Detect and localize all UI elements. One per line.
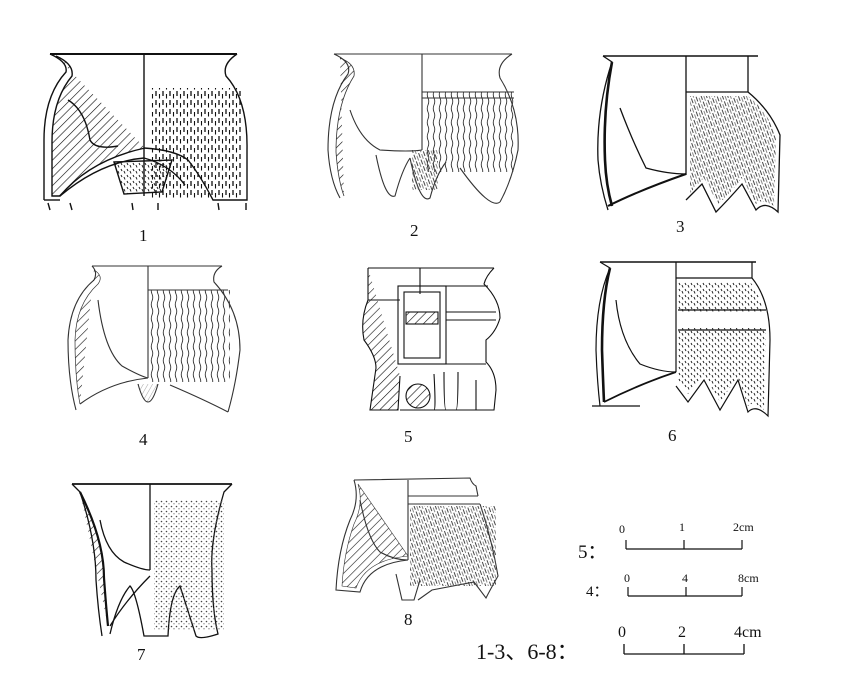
scale-tick-label: 8cm xyxy=(738,571,759,585)
figure-number: 5 xyxy=(404,427,413,446)
figure-number: 1 xyxy=(139,226,148,245)
scale-tick-label: 4cm xyxy=(734,624,762,641)
scale-tick-label: 1 xyxy=(679,520,685,534)
scale-tick-label: 0 xyxy=(619,522,625,536)
figure-number: 2 xyxy=(410,221,419,240)
vessel-2-drawing xyxy=(327,53,519,204)
scale-tick-label: 2 xyxy=(678,624,686,641)
vessel-5-drawing xyxy=(362,267,501,411)
vessel-8-drawing xyxy=(335,477,499,601)
scale-label-5: 5： xyxy=(578,542,607,563)
scale-bar-5 xyxy=(625,540,743,550)
vessel-7-drawing xyxy=(71,483,233,639)
figure-number: 6 xyxy=(668,426,677,445)
scale-bar-1-3-6-8 xyxy=(623,644,745,655)
figure-number: 3 xyxy=(676,217,685,236)
figure-number: 8 xyxy=(404,610,413,629)
scale-bar-4 xyxy=(627,587,743,597)
vessel-3-drawing xyxy=(597,55,781,214)
figure-number: 4 xyxy=(139,430,148,449)
scale-tick-label: 4 xyxy=(682,571,688,585)
scale-tick-label: 0 xyxy=(618,624,626,641)
figure-number: 7 xyxy=(137,645,146,664)
scale-label-4: 4： xyxy=(586,584,609,600)
scale-tick-label: 2cm xyxy=(733,520,754,534)
scale-label-1-3-6-8: 1-3、6-8： xyxy=(476,639,579,664)
scale-tick-label: 0 xyxy=(624,571,630,585)
vessel-6-drawing xyxy=(592,261,771,418)
vessel-4-drawing xyxy=(67,265,241,413)
vessel-1-drawing xyxy=(43,53,248,211)
